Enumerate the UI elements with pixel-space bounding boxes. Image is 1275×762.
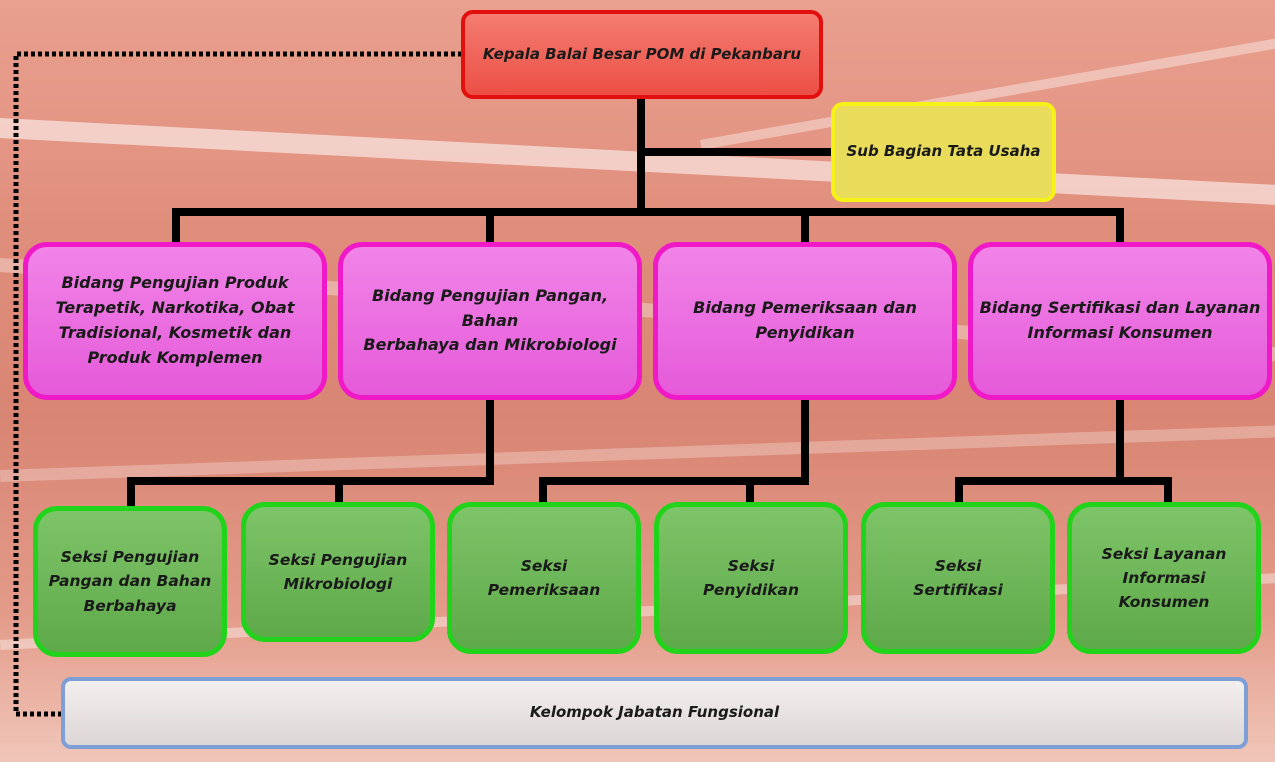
seksi-label: Seksi Pengujian Mikrobiologi	[268, 550, 408, 593]
head-box: Kepala Balai Besar POM di Pekanbaru	[461, 10, 823, 99]
seksi-box: Seksi Layanan Informasi Konsumen	[1067, 502, 1261, 654]
seksi-label: Seksi Sertifikasi	[913, 556, 1003, 599]
bidang-box: Bidang Pemeriksaan dan Penyidikan	[653, 242, 957, 400]
seksi-box: Seksi Penyidikan	[654, 502, 848, 654]
head-label: Kepala Balai Besar POM di Pekanbaru	[482, 44, 802, 63]
seksi-label: Seksi Pemeriksaan	[487, 556, 601, 599]
bidang-box: Bidang Sertifikasi dan Layanan Informasi…	[968, 242, 1272, 400]
bidang-label: Bidang Sertifikasi dan Layanan Informasi…	[979, 298, 1261, 342]
fungsional-label: Kelompok Jabatan Fungsional	[529, 703, 780, 722]
sub-bagian-box: Sub Bagian Tata Usaha	[831, 102, 1056, 202]
fungsional-box: Kelompok Jabatan Fungsional	[61, 677, 1248, 749]
bidang-box: Bidang Pengujian Produk Terapetik, Narko…	[23, 242, 327, 400]
bidang-label: Bidang Pengujian Produk Terapetik, Narko…	[55, 273, 295, 367]
seksi-box: Seksi Pengujian Pangan dan Bahan Berbaha…	[33, 506, 227, 657]
sub-bagian-label: Sub Bagian Tata Usaha	[846, 142, 1041, 161]
bidang-label: Bidang Pemeriksaan dan Penyidikan	[693, 298, 917, 342]
seksi-label: Seksi Layanan Informasi Konsumen	[1101, 544, 1227, 611]
seksi-label: Seksi Penyidikan	[702, 556, 800, 599]
seksi-box: Seksi Pengujian Mikrobiologi	[241, 502, 435, 642]
bidang-box: Bidang Pengujian Pangan, Bahan Berbahaya…	[338, 242, 642, 400]
bidang-label: Bidang Pengujian Pangan, Bahan Berbahaya…	[363, 285, 617, 355]
seksi-box: Seksi Pemeriksaan	[447, 502, 641, 654]
seksi-box: Seksi Sertifikasi	[861, 502, 1055, 654]
seksi-label: Seksi Pengujian Pangan dan Bahan Berbaha…	[48, 548, 212, 615]
